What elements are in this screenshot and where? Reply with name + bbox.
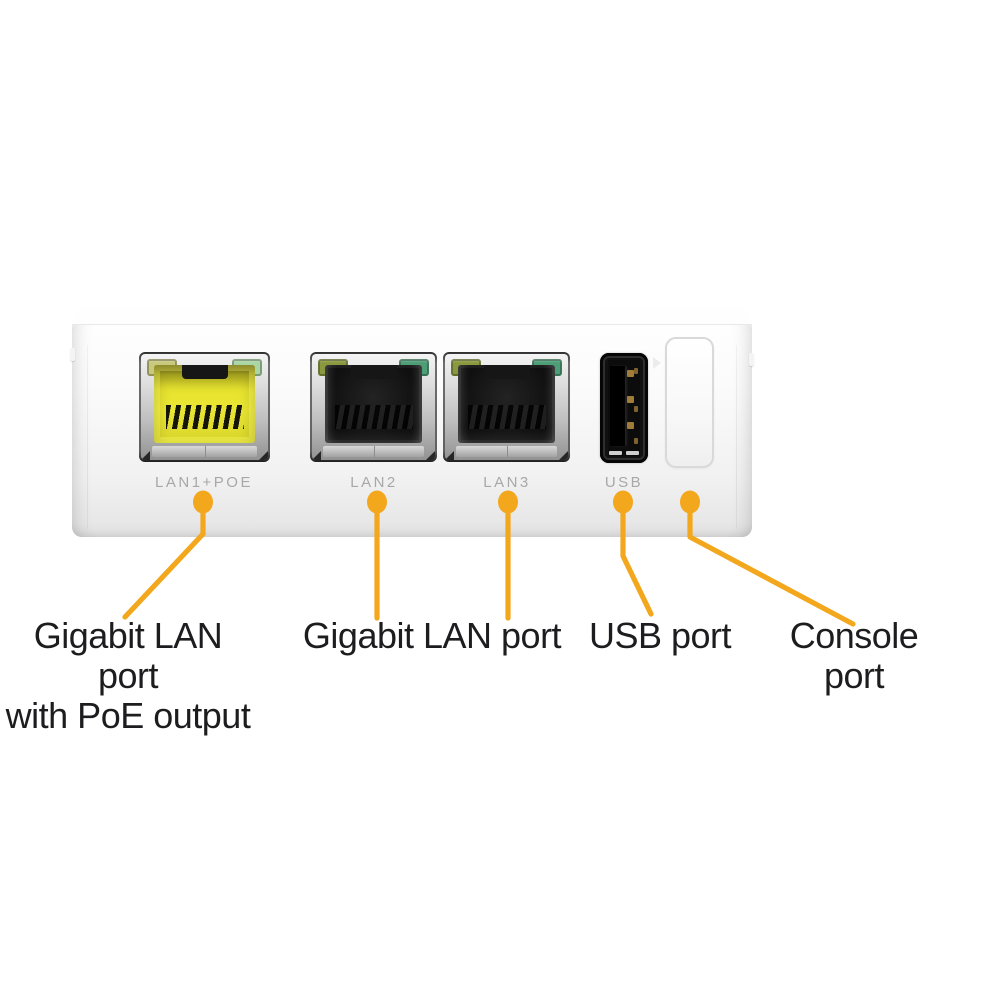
usb-contact <box>627 370 634 377</box>
left-flange <box>70 348 75 361</box>
port-label-usb: USB <box>604 474 644 491</box>
usb-contact <box>627 422 634 429</box>
caption-line: Gigabit LAN port <box>302 615 562 656</box>
console-port-cover <box>665 337 714 468</box>
caption-line: Gigabit LAN port <box>33 615 223 696</box>
usb-contact-glint <box>634 368 638 374</box>
caption-console: Console port <box>764 616 944 696</box>
lan1-poe-port <box>139 352 270 462</box>
molded-arrow-icon <box>653 357 667 369</box>
usb-contact <box>627 396 634 403</box>
lan2-rj45-jack <box>325 365 422 443</box>
lan2-bottom-lip <box>323 446 424 457</box>
lan2-metal-frame <box>312 354 435 460</box>
caption-line: USB port <box>588 615 732 656</box>
left-edge-crease <box>87 345 88 529</box>
lan3-contact-pins <box>467 405 546 429</box>
caption-line: with PoE output <box>5 695 251 736</box>
usb-bottom-mark <box>626 451 639 455</box>
lan3-rj45-jack <box>458 365 555 443</box>
caption-lan2-lan3: Gigabit LAN port <box>302 616 562 656</box>
lan3-bottom-lip <box>456 446 557 457</box>
caption-usb: USB port <box>570 616 750 656</box>
caption-line: Console <box>789 615 919 656</box>
right-edge-crease <box>736 345 737 529</box>
lan1-rj45-jack <box>154 365 255 443</box>
lan1-contact-pins <box>165 405 244 429</box>
usb-bottom-mark <box>609 451 622 455</box>
usb-contact-glint <box>634 438 638 444</box>
lan3-latch-slot <box>483 365 530 379</box>
lan3-metal-frame <box>445 354 568 460</box>
device-rear-panel: LAN1+POE LAN2 LAN3 USB <box>70 303 754 537</box>
right-flange <box>749 353 754 366</box>
caption-line: port <box>823 655 885 696</box>
usb-cavity <box>608 360 640 456</box>
usb-contact-glint <box>634 406 638 412</box>
caption-lan1-poe: Gigabit LAN port with PoE output <box>0 616 256 736</box>
lan2-contact-pins <box>334 405 413 429</box>
lan3-port <box>443 352 570 462</box>
lan2-port <box>310 352 437 462</box>
usb-tongue <box>610 366 625 446</box>
port-label-lan2: LAN2 <box>350 474 398 491</box>
lan1-bottom-lip <box>152 446 257 457</box>
lan1-metal-frame <box>141 354 268 460</box>
device-top-face <box>72 303 752 324</box>
port-label-lan1: LAN1+POE <box>155 474 253 491</box>
lan1-latch-slot <box>181 365 228 379</box>
port-label-lan3: LAN3 <box>483 474 531 491</box>
lan2-latch-slot <box>350 365 397 379</box>
usb-port <box>600 353 648 463</box>
